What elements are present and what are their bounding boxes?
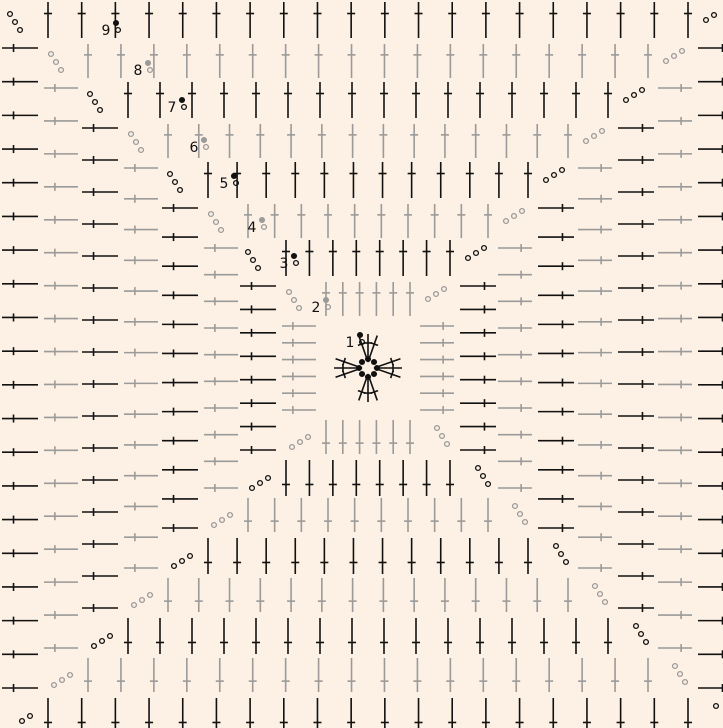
slip-stitch [372, 360, 377, 365]
slip-stitch [146, 61, 151, 66]
row-number-label: 8 [134, 63, 143, 79]
row-number-label: 6 [190, 140, 199, 156]
slip-stitch [360, 372, 365, 377]
slip-stitch [366, 375, 371, 380]
slip-stitch [372, 372, 377, 377]
slip-stitch [324, 298, 329, 303]
slip-stitch [180, 98, 185, 103]
slip-stitch [357, 366, 362, 371]
slip-stitch [358, 333, 363, 338]
row-number-label: 7 [168, 100, 177, 116]
slip-stitch [375, 366, 380, 371]
slip-stitch [360, 360, 365, 365]
row-number-label: 5 [220, 176, 229, 192]
slip-stitch [202, 138, 207, 143]
slip-stitch [260, 218, 265, 223]
slip-stitch [232, 174, 237, 179]
row-number-label: 1 [346, 335, 355, 351]
slip-stitch [114, 21, 119, 26]
row-number-label: 3 [280, 256, 289, 272]
slip-stitch [292, 254, 297, 259]
row-number-label: 9 [102, 23, 111, 39]
slip-stitch [366, 357, 371, 362]
row-number-label: 4 [248, 220, 257, 236]
row-number-label: 2 [312, 300, 321, 316]
